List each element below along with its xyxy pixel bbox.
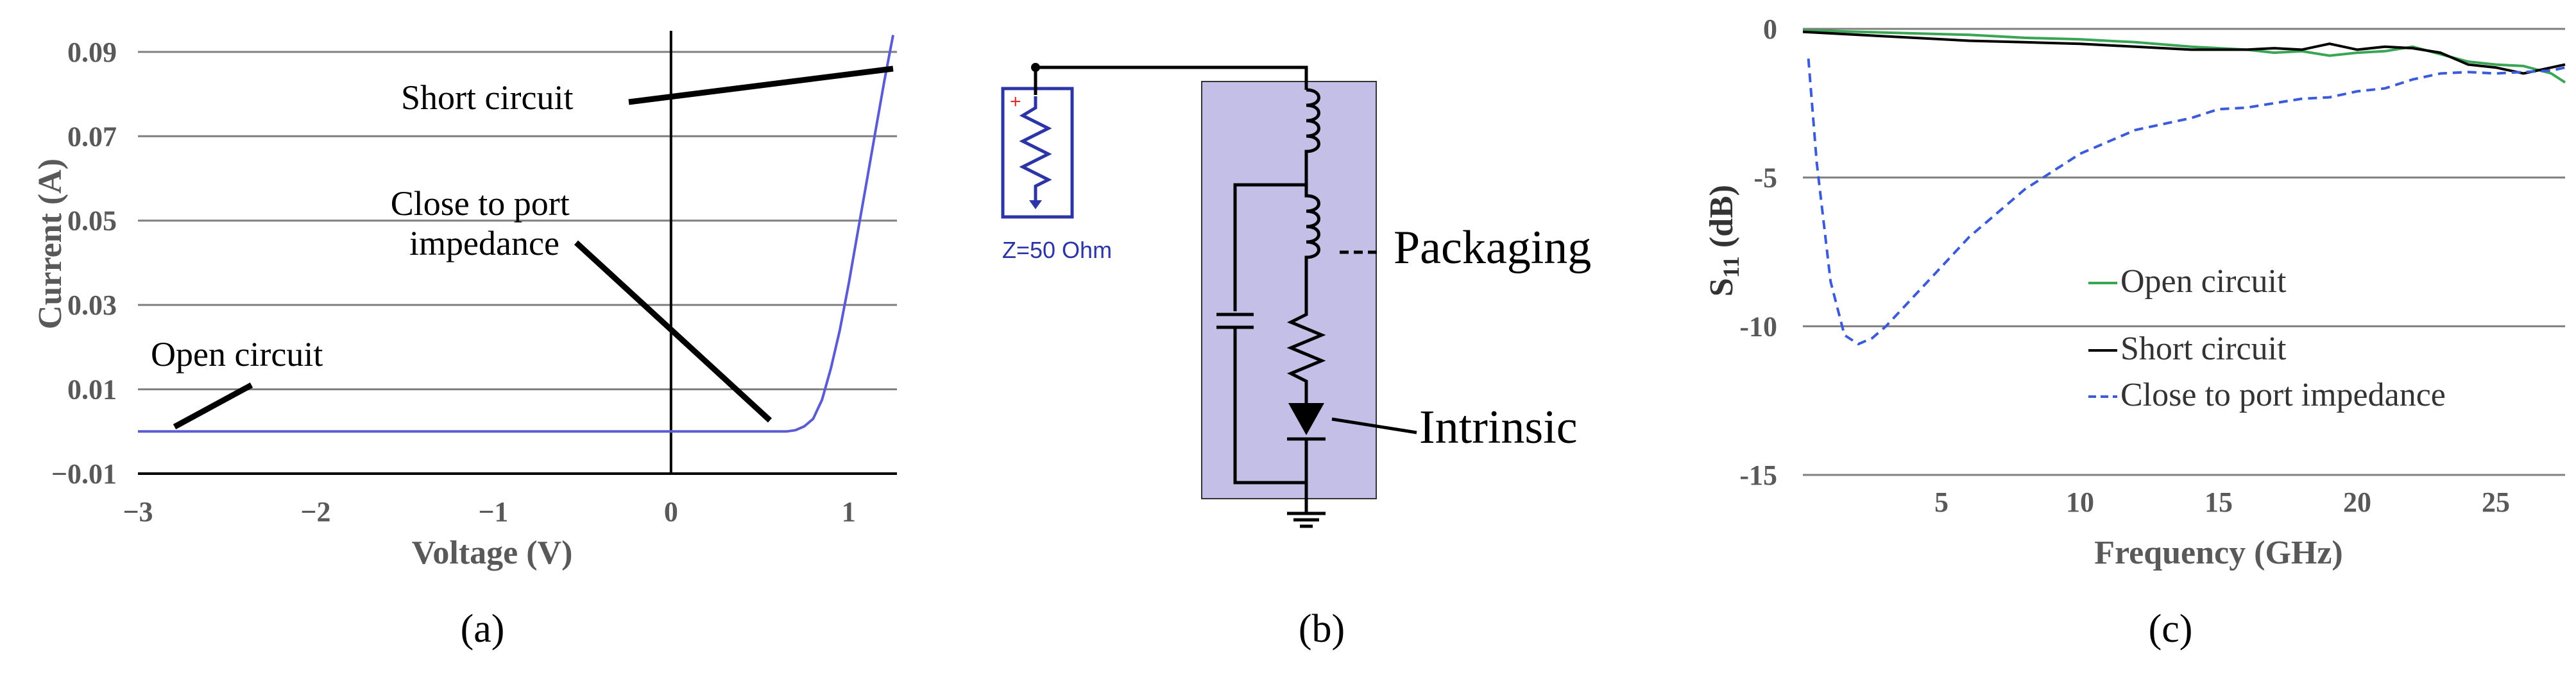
panel-a-y-tick-label: 0.09 (67, 37, 117, 68)
inductor-2 (1304, 167, 1320, 302)
panel-a-y-tick-label: 0.07 (67, 121, 117, 152)
source-box (1001, 87, 1074, 219)
panel-c-x-tick-label: 20 (2343, 486, 2371, 518)
source-plus-sign: + (1010, 91, 1021, 112)
panel-a-y-tick-labels: −0.01 0.01 0.03 0.05 0.07 0.09 (51, 37, 117, 490)
panel-a-x-tick-label: −3 (123, 496, 153, 528)
caption-a: (a) (461, 607, 505, 651)
leader-open-circuit (173, 382, 253, 429)
panel-a-x-tick-label: 1 (842, 496, 856, 528)
packaging-label: Packaging (1394, 221, 1591, 274)
panel-c-x-tick-label: 10 (2066, 486, 2094, 518)
panel-c-y-axis-label-sub: 11 (1718, 256, 1744, 278)
panel-c-x-tick-label: 25 (2482, 486, 2510, 518)
inductor-1 (1304, 88, 1320, 167)
panel-a-y-tick-label: 0.05 (67, 205, 117, 237)
panel-a-x-tick-label: −1 (478, 496, 508, 528)
panel-a-series (138, 35, 894, 433)
cap-branch-bottom-wire (1233, 327, 1306, 485)
annotation-short-circuit: Short circuit (401, 78, 573, 117)
panel-c-x-axis-label: Frequency (GHz) (2094, 535, 2343, 571)
panel-c-y-axis-label-unit: (dB) (1703, 185, 1740, 256)
panel-b-circuit: + Z=50 Ohm Packaging Intrinsic (b) (1001, 63, 1591, 651)
panel-c-y-tick-label: -10 (1739, 311, 1777, 342)
source-resistor (1019, 96, 1052, 200)
panel-a-x-axis-label: Voltage (V) (412, 535, 573, 571)
panel-c-series-open-circuit (1802, 29, 2566, 84)
annotation-close-to-port-line1: Close to port (391, 184, 570, 223)
resistor (1286, 302, 1326, 403)
panel-c-y-axis-label: S11 (dB) (1703, 185, 1744, 297)
panel-a-iv-chart: −0.01 0.01 0.03 0.05 0.07 0.09 −3 −2 −1 0 1 Curre… (32, 31, 897, 651)
junction-dot (1031, 63, 1040, 72)
panel-c-x-tick-labels: 5 10 15 20 25 (1934, 486, 2510, 518)
legend-label-open-circuit: Open circuit (2120, 263, 2287, 300)
panel-a-y-tick-label: 0.01 (67, 374, 117, 406)
diode-intrinsic (1288, 403, 1324, 435)
panel-c-y-tick-label: 0 (1763, 13, 1777, 45)
panel-a-iv-curve (138, 35, 894, 433)
panel-c-series-short-circuit (1802, 30, 2566, 75)
legend-label-short-circuit: Short circuit (2120, 331, 2287, 367)
panel-c-y-tick-labels: 0 -5 -10 -15 (1739, 13, 1777, 491)
panel-a-x-tick-labels: −3 −2 −1 0 1 (123, 496, 855, 528)
leader-intrinsic (1331, 417, 1417, 434)
panel-a-x-tick-label: −2 (300, 496, 330, 528)
cap-branch-top-wire (1233, 183, 1306, 311)
annotation-close-to-port-line2: impedance (409, 224, 559, 262)
leader-short-circuit (628, 65, 894, 105)
panel-c-series-close-to-port (1807, 58, 2566, 346)
annotation-close-to-port: Close to port impedance (391, 184, 579, 262)
panel-c-s11-chart: 0 -5 -10 -15 5 10 15 20 25 S11 (dB) Frequency (… (1703, 13, 2566, 651)
panel-c-y-tick-label: -15 (1739, 460, 1777, 491)
source-ground-arrow (1029, 200, 1042, 209)
panel-a-y-tick-label: −0.01 (51, 458, 117, 490)
panel-c-x-tick-label: 15 (2205, 486, 2233, 518)
panel-c-gridlines (1803, 28, 2565, 476)
panel-a-x-tick-label: 0 (664, 496, 678, 528)
annotation-open-circuit: Open circuit (151, 335, 323, 374)
panel-c-y-axis-label-s: S (1703, 278, 1740, 297)
intrinsic-label: Intrinsic (1419, 401, 1578, 454)
panel-c-x-tick-label: 5 (1934, 486, 1949, 518)
caption-c: (c) (2149, 607, 2193, 651)
panel-c-y-tick-label: -5 (1753, 162, 1777, 194)
panel-a-y-axis-label: Current (A) (32, 159, 69, 329)
leader-close-to-port (574, 240, 772, 423)
source-impedance-label: Z=50 Ohm (1002, 237, 1112, 263)
feed-wire (1034, 65, 1308, 95)
packaging-block (1201, 81, 1377, 499)
legend-label-close-to-port: Close to port impedance (2120, 377, 2446, 413)
panel-a-y-tick-label: 0.03 (67, 289, 117, 321)
panel-c-series (1802, 29, 2566, 346)
caption-b: (b) (1299, 607, 1345, 651)
panel-c-legend: Open circuit Short circuit Close to port… (2088, 263, 2446, 413)
